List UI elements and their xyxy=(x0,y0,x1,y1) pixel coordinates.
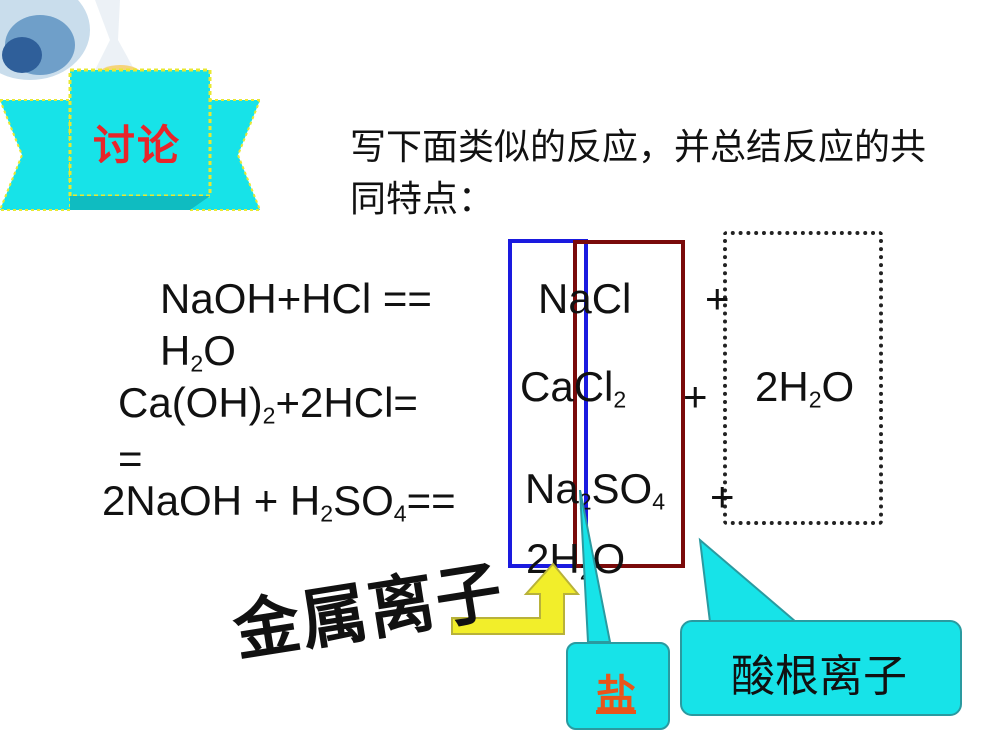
yellow-arrow-icon xyxy=(451,562,580,635)
eq1-reactants: NaOH+HCl == xyxy=(160,275,432,322)
eq2-reactants: Ca(OH)2+2HCl= xyxy=(118,379,418,429)
discussion-label: 讨论 xyxy=(93,121,182,170)
eq3-salt: Na2SO4 xyxy=(525,465,666,515)
eq2-water: 2H2O xyxy=(755,363,855,413)
water-highlight-box xyxy=(723,231,883,525)
acid-radical-callout xyxy=(680,620,962,716)
eq1-water: H2O xyxy=(160,327,236,377)
eq3-reactants: 2NaOH + H2SO4== xyxy=(102,477,456,527)
eq2-salt: CaCl2 xyxy=(520,363,627,413)
eq2-stray-equals: = xyxy=(118,435,143,482)
acid-radical-box xyxy=(573,240,685,568)
eq3-plus: + xyxy=(710,473,735,520)
metal-ion-box xyxy=(508,239,588,568)
eq2-plus: + xyxy=(683,373,708,420)
eq1-salt: NaCl xyxy=(538,275,632,322)
salt-label: 盐 xyxy=(596,672,636,718)
prompt-text: 写下面类似的反应，并总结反应的共同特点： xyxy=(350,127,927,220)
discussion-banner xyxy=(0,68,260,211)
salt-callout xyxy=(566,642,670,730)
metal-ion-label: 金属离子 xyxy=(228,552,510,671)
eq1-plus: + xyxy=(705,275,730,322)
callout-pointers xyxy=(579,490,799,643)
acid-radical-label: 酸根离子 xyxy=(731,651,907,702)
